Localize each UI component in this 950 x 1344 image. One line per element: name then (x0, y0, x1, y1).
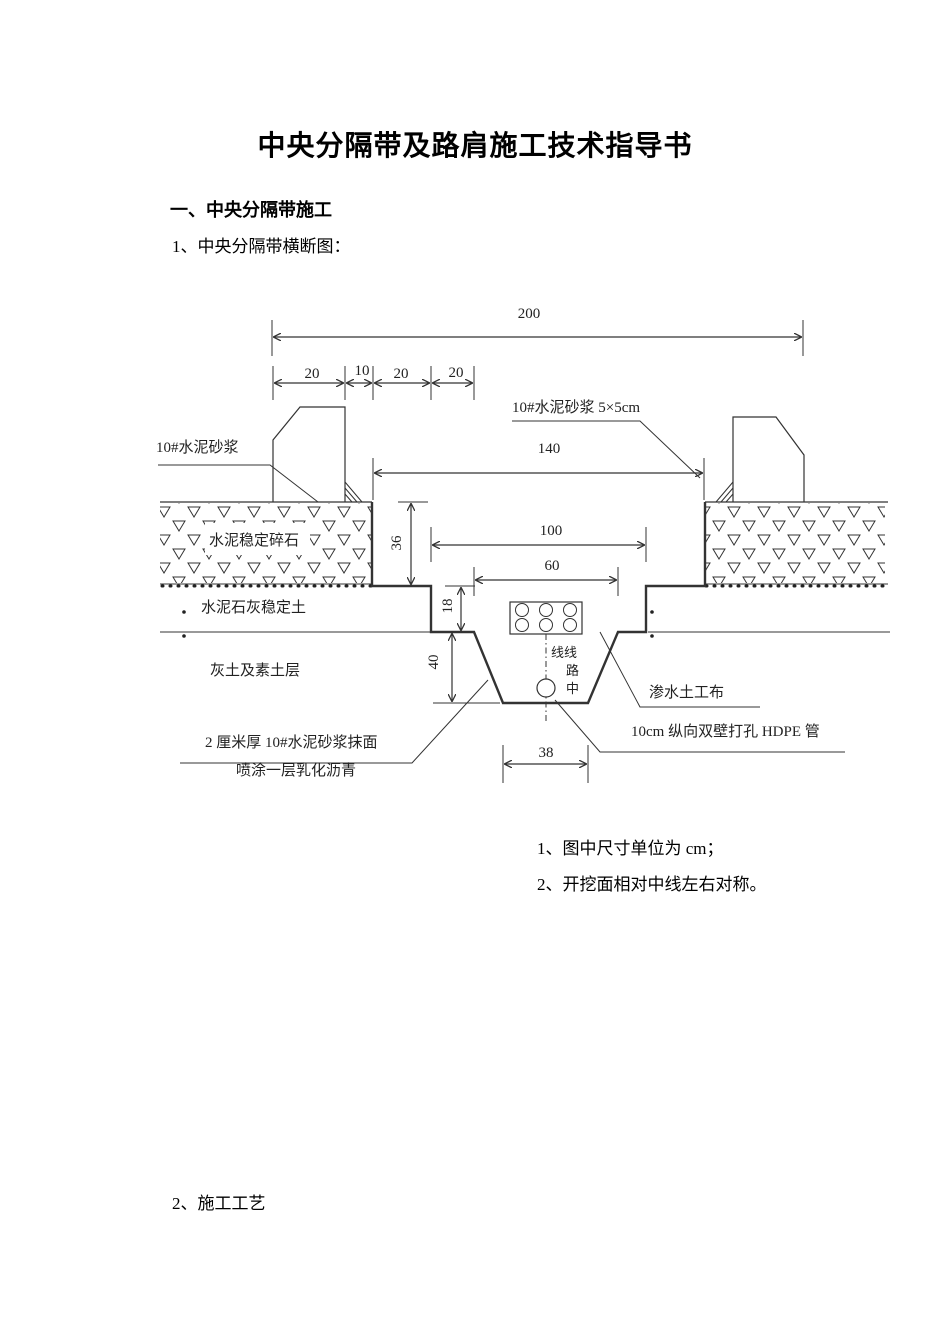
note-2: 2、开挖面相对中线左右对称。 (537, 875, 767, 894)
label-mortar-left: 10#水泥砂浆 (156, 438, 239, 456)
label-road-center-1: 线线 (551, 645, 577, 660)
page-title: 中央分隔带及路肩施工技术指导书 (257, 131, 693, 162)
dim-20b: 20 (394, 366, 409, 382)
dim-100: 100 (540, 523, 563, 539)
section-heading: 一、中央分隔带施工 (170, 200, 332, 220)
curb-right (732, 416, 805, 502)
dim-18: 18 (440, 599, 456, 614)
item-2-caption: 2、施工工艺 (172, 1194, 266, 1213)
dim-20a: 20 (305, 366, 320, 382)
label-road-center-3: 中 (566, 681, 579, 696)
note-1: 1、图中尺寸单位为 cm； (537, 839, 724, 858)
label-gravel: 水泥稳定碎石 (209, 532, 299, 549)
dim-20c: 20 (449, 365, 464, 381)
label-plaster-2: 喷涂一层乳化沥青 (236, 762, 356, 779)
label-ash-soil: 灰土及素土层 (210, 662, 300, 679)
label-geotextile: 渗水土工布 (649, 684, 724, 701)
label-lime-soil: 水泥石灰稳定土 (201, 599, 306, 616)
dim-36: 36 (389, 535, 405, 551)
dim-200: 200 (518, 306, 541, 322)
dim-140: 140 (538, 441, 561, 457)
label-hdpe: 10cm 纵向双壁打孔 HDPE 管 (631, 723, 820, 740)
dim-10: 10 (355, 363, 370, 379)
gravel-layer-right (705, 503, 885, 583)
dim-40: 40 (426, 655, 442, 670)
item-1-caption: 1、中央分隔带横断图： (172, 237, 351, 256)
curb-left (272, 406, 346, 502)
label-mortar-5x5: 10#水泥砂浆 5×5cm (512, 398, 640, 416)
dim-60: 60 (545, 558, 560, 574)
label-road-center-2: 路 (566, 663, 579, 678)
hdpe-pipe (536, 678, 556, 698)
label-plaster-1: 2 厘米厚 10#水泥砂浆抹面 (205, 733, 378, 751)
dim-38: 38 (539, 745, 554, 761)
